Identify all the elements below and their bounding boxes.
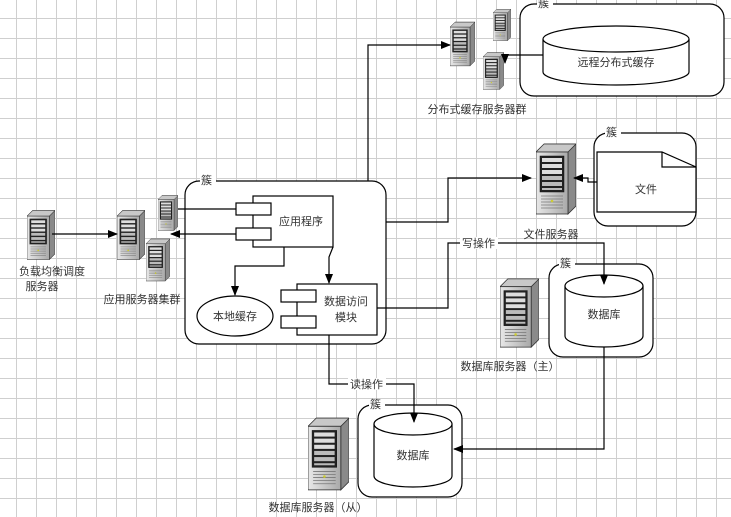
load-balancer-node[interactable]: 负载均衡调度 服务器 xyxy=(19,210,85,294)
server-icon xyxy=(27,210,55,260)
server-icon xyxy=(146,238,170,282)
server-icon xyxy=(483,52,504,90)
cache-cluster-label: 分布式缓存服务器群 xyxy=(428,102,527,116)
write-edge-label: 写操作 xyxy=(462,236,495,250)
server-icon xyxy=(493,8,511,42)
cache-db-to-server-edge xyxy=(501,54,543,64)
load-balancer-label-2: 服务器 xyxy=(26,280,59,293)
db-master-server-node[interactable]: 数据库服务器（主） xyxy=(461,278,560,373)
app-cluster-label: 应用服务器集群 xyxy=(104,292,181,306)
local-cache-label: 本地缓存 xyxy=(213,309,257,323)
application-label: 应用程序 xyxy=(279,214,323,228)
app-to-file-server-edge xyxy=(386,174,532,223)
load-balancer-label-1: 负载均衡调度 xyxy=(19,264,85,278)
server-icon xyxy=(450,21,475,67)
db-master-db-label: 数据库 xyxy=(588,307,621,321)
data-access-label-1: 数据访问 xyxy=(324,294,368,308)
server-icon xyxy=(158,195,178,231)
db-slave-db[interactable]: 数据库 xyxy=(373,412,453,488)
data-access-component[interactable]: 数据访问 模块 xyxy=(280,283,378,336)
port-icon xyxy=(280,289,317,303)
port-icon xyxy=(235,202,272,216)
file-server-node[interactable]: 文件服务器 xyxy=(524,143,579,241)
server-icon xyxy=(500,278,539,348)
file-to-server-edge xyxy=(573,174,597,183)
cache-server-cluster-node[interactable]: 分布式缓存服务器群 xyxy=(428,8,527,116)
data-access-label-2: 模块 xyxy=(335,311,357,324)
app-server-cluster-node[interactable]: 应用服务器集群 xyxy=(104,195,181,307)
write-edge xyxy=(377,242,608,309)
port-icon xyxy=(235,227,272,241)
cluster-label: 簇 xyxy=(560,256,571,270)
db-slave-db-label: 数据库 xyxy=(397,448,430,462)
cluster-label: 簇 xyxy=(370,397,381,411)
app-to-data-access-edge xyxy=(325,246,334,284)
cluster-label: 簇 xyxy=(606,125,617,139)
replication-edge xyxy=(453,347,605,453)
file-server-label: 文件服务器 xyxy=(524,227,579,241)
app-to-cache-edge xyxy=(367,41,451,181)
remote-cache-db[interactable]: 远程分布式缓存 xyxy=(542,25,690,86)
db-slave-label: 数据库服务器（从） xyxy=(269,500,368,514)
server-icon xyxy=(536,143,576,215)
app-to-local-cache-edge xyxy=(231,247,285,296)
application-component[interactable]: 应用程序 xyxy=(235,195,334,248)
file-node[interactable]: 文件 xyxy=(596,151,697,213)
db-master-db[interactable]: 数据库 xyxy=(564,274,644,348)
read-edge-label: 读操作 xyxy=(350,377,383,391)
file-label: 文件 xyxy=(635,182,657,196)
server-icon xyxy=(308,417,349,491)
local-cache-node[interactable]: 本地缓存 xyxy=(196,295,274,337)
cluster-label: 簇 xyxy=(538,0,549,10)
db-slave-server-node[interactable]: 数据库服务器（从） xyxy=(269,417,368,514)
server-icon xyxy=(117,210,145,260)
remote-cache-label: 远程分布式缓存 xyxy=(578,55,655,69)
db-master-label: 数据库服务器（主） xyxy=(461,359,560,373)
port-icon xyxy=(280,315,317,329)
cluster-label: 簇 xyxy=(201,173,212,187)
